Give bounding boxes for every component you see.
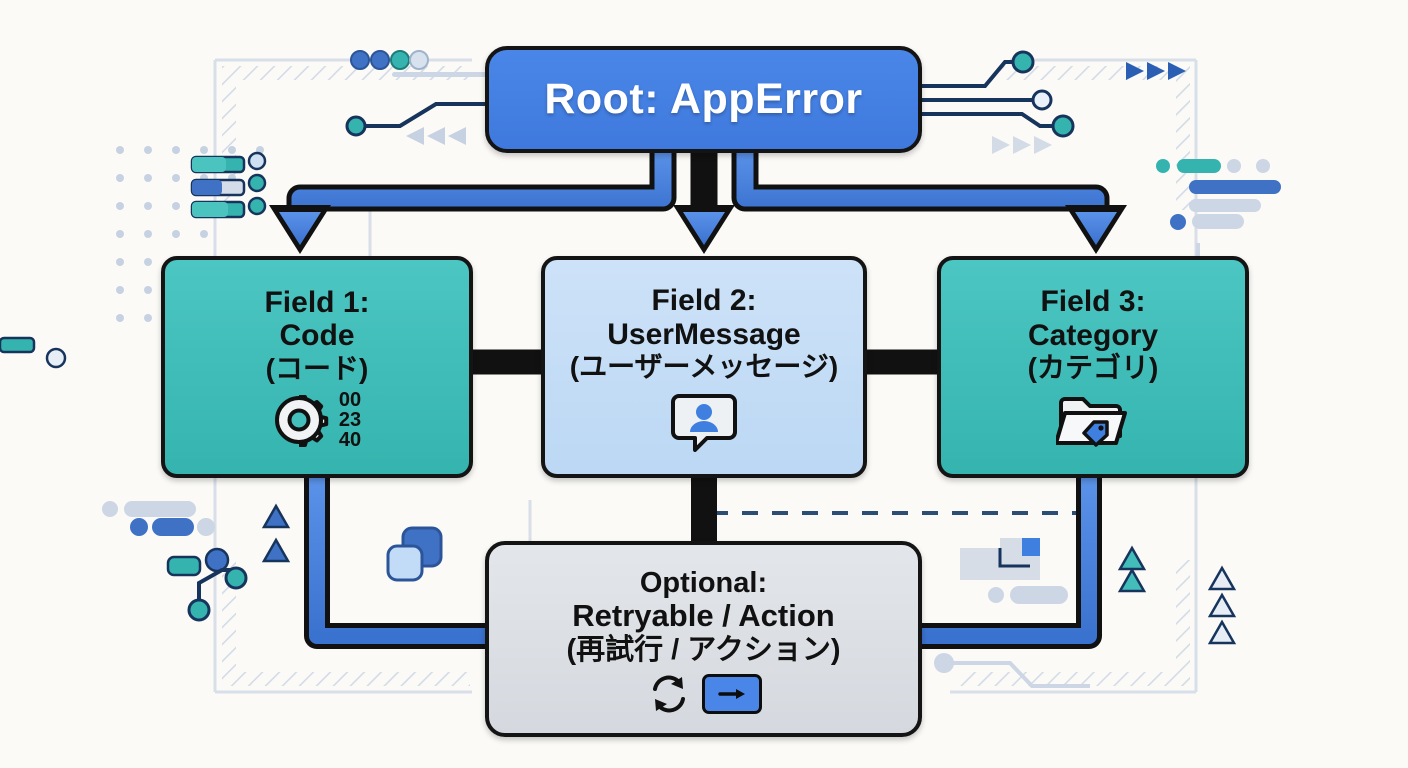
field-2-icon-row — [671, 390, 737, 452]
triangle-markers-blue-left — [261, 503, 291, 563]
triangle-markers-light-right — [1207, 565, 1237, 645]
field-1-value-ja: (コード) — [265, 353, 369, 385]
field-1-name: Field 1: — [264, 285, 370, 319]
field-3-name: Field 3: — [1040, 285, 1146, 319]
field-1-node[interactable]: Field 1: Code (コード) 00 23 40 — [161, 256, 473, 478]
deco-squares — [386, 526, 443, 582]
field-3-value-ja: (カテゴリ) — [1027, 352, 1159, 384]
triangle-markers-teal-right — [1117, 545, 1147, 593]
triangle-arrows-right-blue — [1126, 62, 1186, 80]
refresh-icon — [652, 675, 685, 713]
circuit-node — [1051, 114, 1075, 138]
edge-field1-to-optional — [304, 476, 489, 649]
field-2-value: UserMessage — [607, 317, 801, 351]
edge-field3-to-optional — [918, 476, 1102, 649]
deco-bars-bottom-left — [102, 501, 230, 577]
field-2-name: Field 2: — [651, 284, 757, 318]
code-digit-2: 40 — [338, 428, 362, 451]
root-node-label: Root: AppError — [544, 75, 863, 124]
arrow-right-glyph — [717, 689, 745, 700]
deco-stair-chip — [960, 538, 1068, 604]
code-digit-0: 00 — [338, 389, 362, 412]
edge-root-to-field2 — [673, 150, 735, 254]
slider-bars-left — [190, 151, 267, 219]
field-3-value: Category — [1027, 318, 1159, 352]
status-dots-top-left — [350, 50, 429, 70]
user-message-bubble-icon — [671, 393, 737, 452]
deco-bar — [392, 72, 502, 77]
optional-line-1: Optional: — [639, 566, 768, 599]
field-1-value: Code — [279, 319, 355, 353]
edge-root-to-field3 — [731, 150, 1127, 254]
optional-line-2: Retryable / Action — [572, 598, 835, 634]
code-digit-1: 23 — [338, 408, 362, 431]
circuit-node — [1031, 89, 1053, 111]
optional-line-3: (再試行 / アクション) — [566, 633, 841, 666]
circuit-node — [1011, 50, 1035, 74]
deco-chip-left — [0, 336, 67, 369]
edge-root-to-field1 — [269, 150, 677, 254]
arrow-right-button-icon[interactable] — [701, 674, 762, 715]
root-node[interactable]: Root: AppError — [485, 46, 922, 153]
field-1-icon-row: 00 23 40 — [273, 391, 361, 450]
field-1-code-digits: 00 23 40 — [339, 391, 361, 450]
circuit-node — [345, 115, 367, 137]
triangle-arrows-left — [406, 127, 466, 145]
circuit-trace-bottom-right — [944, 661, 1090, 688]
circuit-trace-left — [356, 102, 485, 128]
optional-icon-row — [646, 673, 762, 715]
deco-bars-right — [1156, 159, 1281, 265]
field-3-icon-row — [1056, 391, 1130, 451]
field-2-value-ja: (ユーザーメッセージ) — [569, 351, 839, 383]
gear-icon — [274, 394, 329, 447]
field-2-node[interactable]: Field 2: UserMessage (ユーザーメッセージ) — [541, 256, 867, 478]
triangle-arrows-right-gray — [992, 136, 1052, 154]
folder-tag-icon — [1056, 396, 1127, 447]
optional-node[interactable]: Optional: Retryable / Action (再試行 / アクショ… — [485, 541, 922, 737]
hatch-frame — [222, 66, 1190, 686]
field-3-node[interactable]: Field 3: Category (カテゴリ) — [937, 256, 1249, 478]
